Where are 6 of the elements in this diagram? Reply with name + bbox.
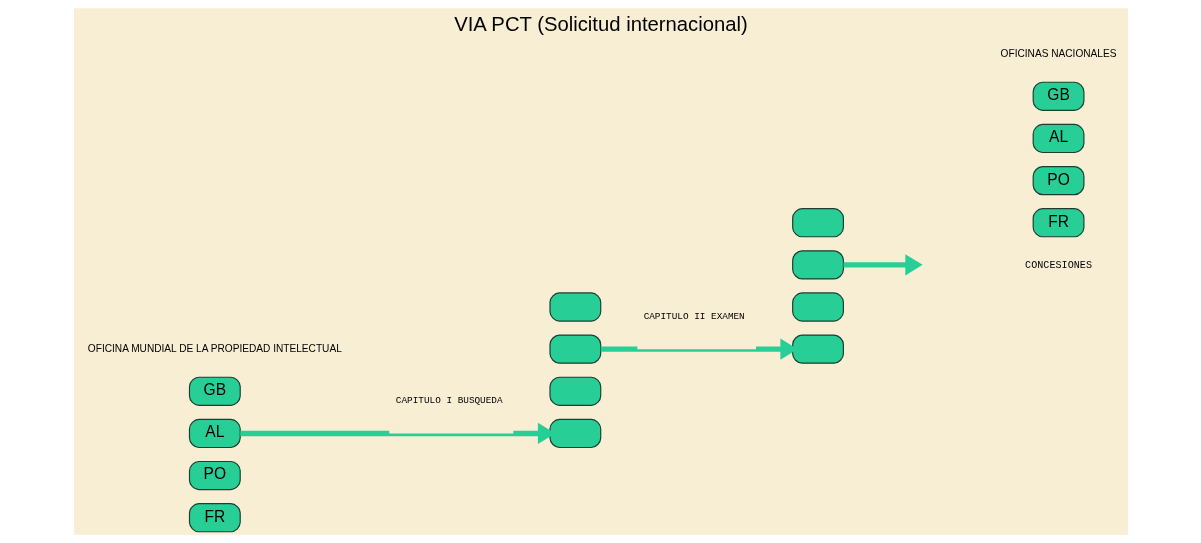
label: OFICINAS NACIONALES <box>1000 47 1116 59</box>
label: CONCESIONES <box>1024 259 1092 271</box>
label: OFICINA MUNDIAL DE LA PROPIEDAD INTELECTUAL <box>87 342 342 354</box>
edge-label: CAPITULO II EXAMEN <box>643 311 745 323</box>
diagram-title: VIA PCT (Solicitud internacional) <box>453 12 748 35</box>
edge-label: CAPITULO I BUSQUEDA <box>395 395 503 407</box>
